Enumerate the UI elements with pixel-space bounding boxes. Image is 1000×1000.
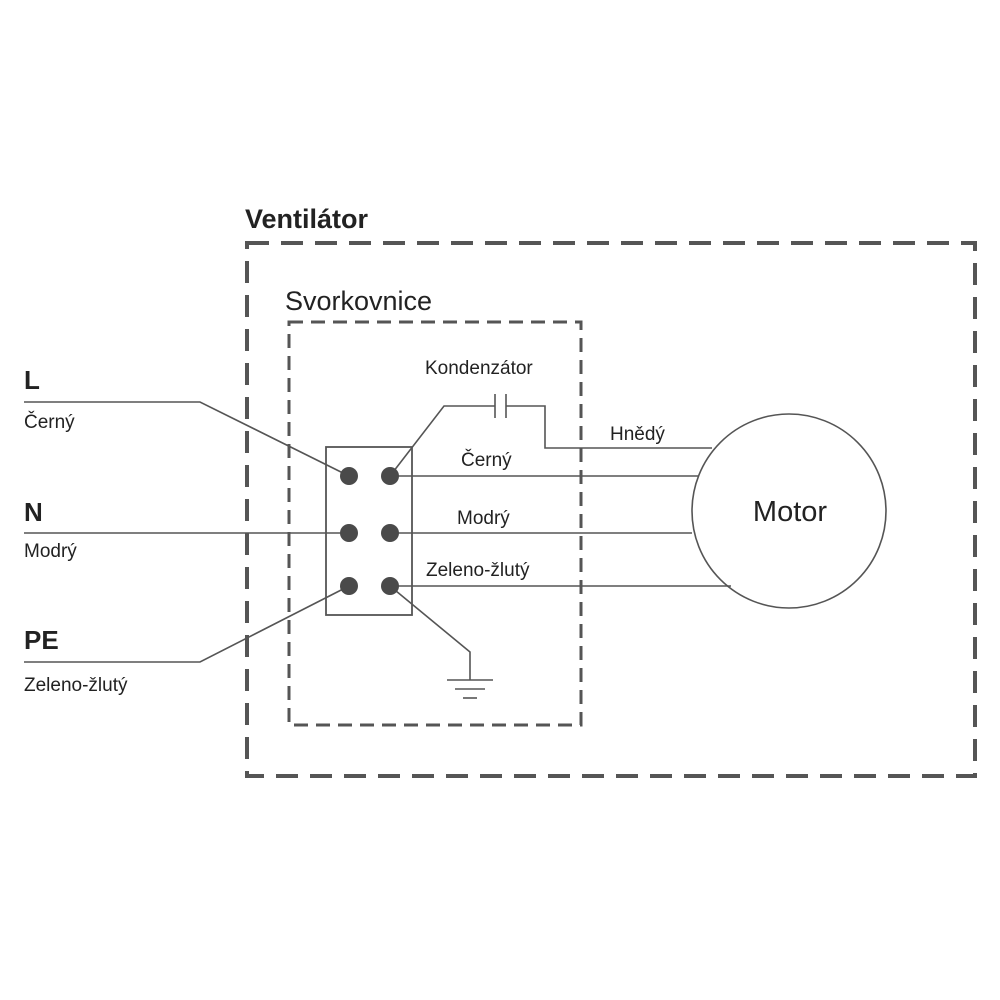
terminal-dot-n-out bbox=[381, 524, 399, 542]
wire-pe-external bbox=[24, 585, 350, 663]
terminal-dot-pe-in bbox=[340, 577, 358, 595]
terminal-l-wire-color: Černý bbox=[24, 411, 75, 433]
terminal-pe-wire-color: Zeleno-žlutý bbox=[24, 675, 128, 696]
wire-brown-label: Hnědý bbox=[610, 424, 665, 445]
motor-label: Motor bbox=[753, 496, 827, 528]
terminal-n-label: N bbox=[24, 497, 43, 527]
capacitor-label: Kondenzátor bbox=[425, 358, 533, 379]
terminal-dot-pe-out bbox=[381, 577, 399, 595]
wire-ground bbox=[389, 585, 471, 680]
terminal-l-label: L bbox=[24, 365, 40, 395]
ventilator-title: Ventilátor bbox=[245, 204, 369, 234]
wire-blue-label: Modrý bbox=[457, 508, 510, 529]
terminal-dot-l-in bbox=[340, 467, 358, 485]
wire-capacitor-left bbox=[389, 405, 495, 477]
terminal-block bbox=[325, 446, 413, 616]
motor-circle bbox=[691, 413, 887, 609]
terminal-box-boundary bbox=[287, 320, 583, 727]
wire-capacitor-right bbox=[506, 405, 712, 449]
wire-l-external bbox=[24, 401, 350, 477]
terminal-pe-label: PE bbox=[24, 625, 59, 655]
terminal-box-title: Svorkovnice bbox=[285, 286, 432, 316]
terminal-dot-l-out bbox=[381, 467, 399, 485]
terminal-dot-n-in bbox=[340, 524, 358, 542]
terminal-n-wire-color: Modrý bbox=[24, 541, 77, 562]
wire-green-yellow-label: Zeleno-žlutý bbox=[426, 560, 530, 581]
wire-black-label: Černý bbox=[461, 449, 512, 471]
ventilator-boundary bbox=[245, 241, 977, 778]
